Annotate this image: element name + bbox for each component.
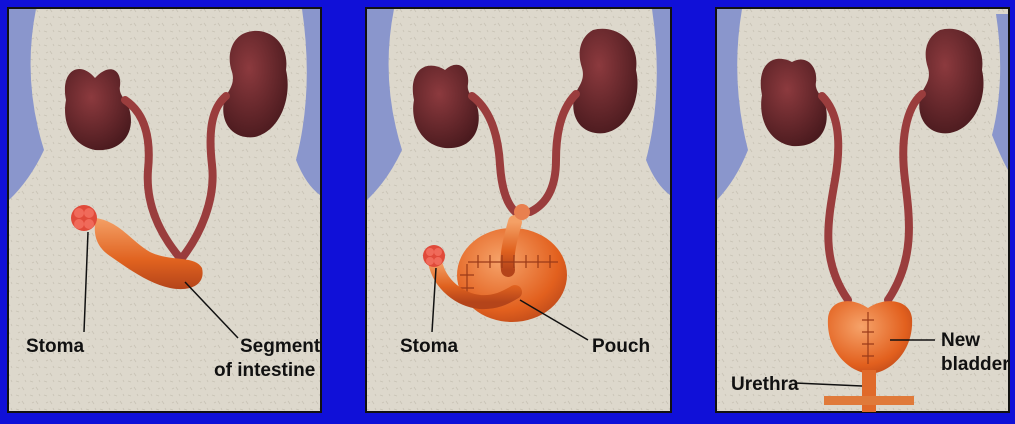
label-urethra: Urethra bbox=[731, 374, 799, 395]
panel-3: Urethra New bladder bbox=[716, 8, 1010, 412]
label-segment-line1: Segment bbox=[240, 336, 321, 357]
panel-2: Stoma Pouch bbox=[366, 8, 671, 412]
ureter-junction bbox=[514, 204, 530, 220]
label-stoma-1: Stoma bbox=[26, 336, 85, 357]
label-stoma-2: Stoma bbox=[400, 336, 459, 357]
panel-1: Stoma Segment of intestine bbox=[8, 8, 321, 412]
label-segment-line2: of intestine bbox=[214, 360, 315, 381]
pelvic-floor bbox=[824, 396, 914, 405]
label-pouch: Pouch bbox=[592, 336, 650, 357]
stoma-2 bbox=[423, 245, 445, 267]
label-bladder-line1: New bbox=[941, 330, 980, 351]
label-bladder-line2: bladder bbox=[941, 354, 1010, 375]
urethra bbox=[862, 370, 876, 412]
stoma-1 bbox=[71, 205, 97, 231]
